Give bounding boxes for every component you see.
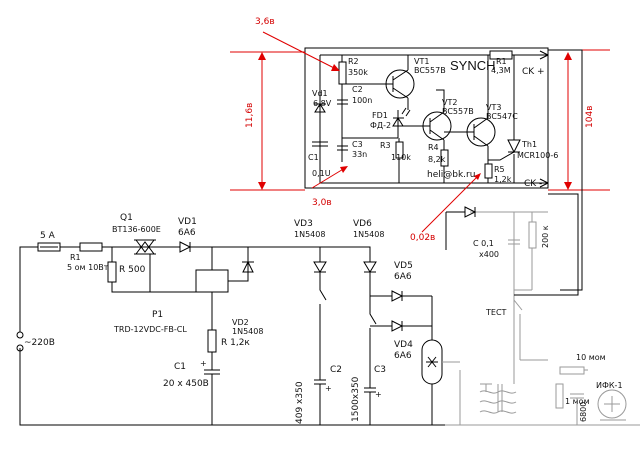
sync-r2-value: 350k bbox=[348, 68, 368, 77]
main-r1-value: 5 ом 10Вт bbox=[67, 263, 109, 272]
sync-c2-value: 100n bbox=[352, 96, 372, 105]
sync-fd1-value: ФД-2 bbox=[370, 121, 391, 130]
r200k-label: 200 к bbox=[541, 225, 550, 248]
main-r1-label: R1 bbox=[70, 253, 81, 262]
r1k2-label: R 1,2к bbox=[221, 338, 250, 348]
sync-c3-label: C3 bbox=[352, 140, 363, 149]
sync-vt3-label: VT3 bbox=[486, 103, 501, 112]
vd6-value: 1N5408 bbox=[353, 230, 384, 239]
sync-vt1-value: BC557B bbox=[414, 66, 446, 75]
sync-r4-label: R4 bbox=[428, 143, 439, 152]
sync-r4-value: 8,2k bbox=[428, 155, 446, 164]
sync-vt2-value: BC557B bbox=[442, 107, 474, 116]
sync-c3-value: 33n bbox=[352, 150, 367, 159]
sync-r5-resistor bbox=[484, 163, 493, 179]
vd4-value: 6A6 bbox=[394, 351, 412, 361]
q1-value: BT136-600E bbox=[112, 225, 161, 234]
c3-label: C3 bbox=[374, 365, 386, 375]
main-c1-value: 20 x 450B bbox=[163, 379, 209, 389]
c3-value: 1500x350 bbox=[351, 376, 361, 422]
vd3-label: VD3 bbox=[294, 219, 313, 229]
r1k2-resistor bbox=[207, 329, 217, 353]
output-plus-label: CK + bbox=[522, 67, 545, 77]
sync-board-frame bbox=[304, 47, 549, 189]
c2-value: 409 x350 bbox=[295, 381, 305, 424]
q1-label: Q1 bbox=[120, 213, 133, 223]
sync-th1-label: Th1 bbox=[521, 140, 537, 149]
sync-c2-label: C2 bbox=[352, 85, 363, 94]
output-minus-label: CK - bbox=[524, 179, 542, 189]
r500-label: R 500 bbox=[119, 265, 146, 275]
voltage-top: 3,6в bbox=[255, 17, 275, 27]
main-vd1-value: 6A6 bbox=[178, 228, 196, 238]
vd3-value: 1N5408 bbox=[294, 230, 325, 239]
sync-r5-label: R5 bbox=[494, 165, 505, 174]
main-vd1-label: VD1 bbox=[178, 217, 197, 227]
sync-th1-value: MCR100-6 bbox=[517, 151, 558, 160]
sync-r3-value: 110k bbox=[391, 153, 411, 162]
r1m-resistor bbox=[555, 383, 564, 409]
vd2-label: VD2 bbox=[232, 318, 249, 327]
c01-value: x400 bbox=[479, 250, 499, 259]
sync-r3-label: R3 bbox=[380, 141, 391, 150]
r200k-resistor bbox=[528, 221, 537, 249]
sync-vt3-value: BC547C bbox=[486, 112, 518, 121]
sync-vd1-label: Vd1 bbox=[312, 89, 328, 98]
vd5-value: 6A6 bbox=[394, 272, 412, 282]
vd4-label: VD4 bbox=[394, 340, 413, 350]
sync-r2-label: R2 bbox=[348, 57, 359, 66]
mains-terminal-bottom bbox=[16, 344, 24, 352]
vd6-label: VD6 bbox=[353, 219, 372, 229]
c01-label: C 0,1 bbox=[473, 239, 494, 248]
board-title: SYNCH bbox=[450, 58, 496, 73]
voltage-bottom: 0,02в bbox=[410, 233, 435, 243]
voltage-left: 11,6в bbox=[245, 103, 255, 128]
c6800-label: 6800 bbox=[579, 402, 588, 422]
sync-c1-label: C1 bbox=[308, 153, 319, 162]
relay-p1-value: TRD-12VDC-FB-CL bbox=[113, 325, 187, 334]
c3-plus: + bbox=[375, 390, 382, 399]
vd2-value: 1N5408 bbox=[232, 327, 263, 336]
voltage-mid: 3,0в bbox=[312, 198, 332, 208]
board-email: heli@bk.ru bbox=[427, 170, 475, 180]
r500-resistor bbox=[107, 261, 117, 283]
ifk-label: ИФК-1 bbox=[596, 381, 623, 390]
c2-label: C2 bbox=[330, 365, 342, 375]
sync-vt2-label: VT2 bbox=[442, 98, 457, 107]
main-r1-resistor bbox=[79, 242, 103, 252]
mains-label: ~220B bbox=[24, 338, 55, 348]
main-c1-label: C1 bbox=[174, 362, 186, 372]
sync-r1-resistor bbox=[489, 50, 513, 60]
sync-r1-label: R1 bbox=[496, 57, 507, 66]
ifk-lamp bbox=[597, 389, 627, 419]
test-label[interactable]: ТЕСТ bbox=[485, 308, 507, 317]
sync-fd1-label: FD1 bbox=[372, 111, 388, 120]
voltage-right: 104в bbox=[585, 106, 595, 128]
sync-c1-value: 0,1U bbox=[312, 169, 331, 178]
sync-vt1-label: VT1 bbox=[414, 57, 429, 66]
sync-vd1-value: 6,8V bbox=[313, 99, 332, 108]
vd5-label: VD5 bbox=[394, 261, 413, 271]
r10m-label: 10 мом bbox=[576, 353, 606, 362]
c2-plus: + bbox=[325, 384, 332, 393]
r10m-resistor bbox=[559, 366, 585, 375]
relay-p1-label: P1 bbox=[152, 310, 163, 320]
sync-r1-value: 4,3M bbox=[491, 66, 511, 75]
mains-terminal-top bbox=[16, 331, 24, 339]
fuse-label: 5 A bbox=[40, 231, 56, 241]
main-ground-rail bbox=[19, 348, 445, 426]
sync-r2-resistor bbox=[338, 61, 347, 85]
sync-r5-value: 1,2k bbox=[494, 175, 512, 184]
relay-p1-coil bbox=[195, 269, 229, 293]
c1-plus: + bbox=[200, 359, 207, 368]
